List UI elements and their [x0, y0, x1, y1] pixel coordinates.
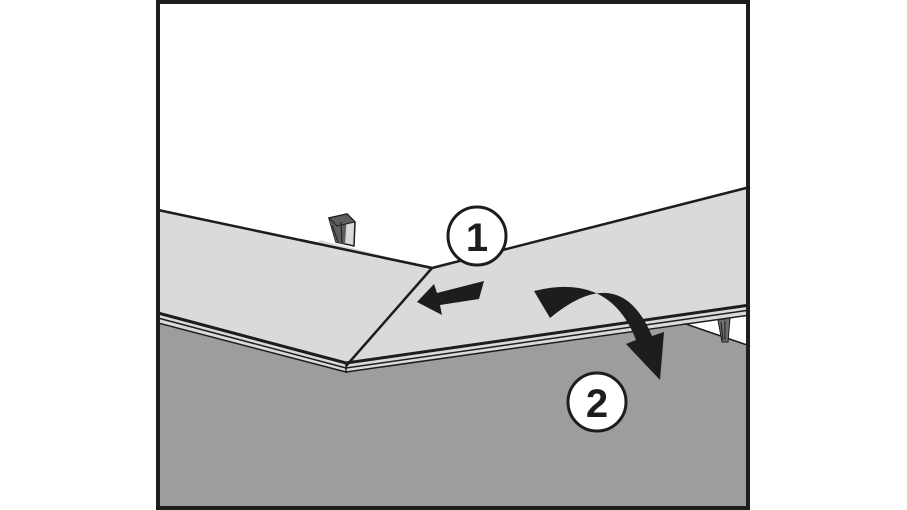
step-marker-1: 1 — [446, 205, 508, 267]
diagram-frame — [156, 0, 750, 510]
spacer-wedge-left-icon — [328, 213, 356, 247]
svg-text:2: 2 — [586, 382, 608, 426]
right-floor-panel — [345, 185, 751, 373]
step-marker-2: 2 — [566, 371, 628, 433]
floor-surface — [158, 316, 750, 508]
curved-arrow-down-icon — [534, 286, 664, 380]
svg-text:1: 1 — [466, 216, 488, 260]
panel-joint-seam — [345, 267, 433, 367]
left-floor-panel — [157, 208, 433, 373]
arrow-left-icon — [417, 281, 484, 315]
